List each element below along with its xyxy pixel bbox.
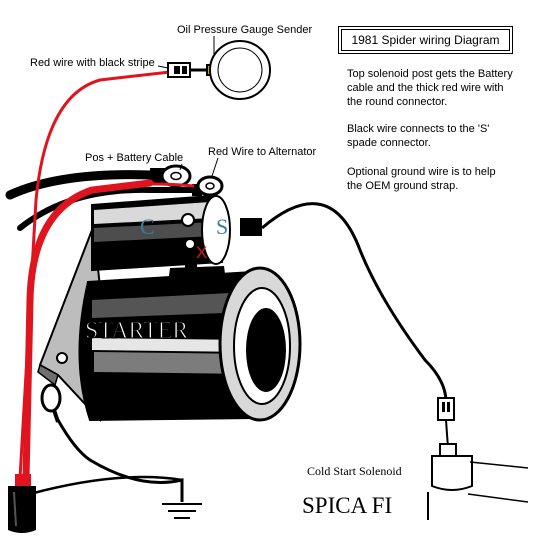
red-wire-alternator-label: Red Wire to Alternator	[208, 146, 317, 158]
s-spade-connector	[240, 218, 262, 236]
red-black-wire-label: Red wire with black stripe	[30, 57, 155, 69]
ground-black-wire	[56, 419, 184, 502]
black-battery-cable	[5, 170, 165, 200]
diagram-title: 1981 Spider wiring Diagram	[338, 26, 513, 54]
red-black-stripe-wire	[18, 70, 172, 480]
solenoid-top-post	[181, 213, 195, 227]
note-solenoid-post: Top solenoid post gets the Battery cable…	[347, 68, 513, 108]
ground-ring-terminal	[40, 383, 62, 413]
terminal-x-mark: X	[196, 243, 207, 262]
battery-connector	[8, 474, 36, 533]
sender-body	[209, 40, 271, 100]
oil-pressure-sender	[167, 40, 271, 100]
oil-pressure-sender-label: Oil Pressure Gauge Sender	[177, 24, 312, 36]
red-wires	[18, 70, 195, 482]
starter-label: STARTER	[85, 318, 188, 344]
s-black-wire	[261, 202, 448, 401]
ground-wire	[29, 383, 202, 519]
note-ground-wire: Optional ground wire is to help the OEM …	[347, 166, 496, 192]
cold-start-solenoid	[427, 443, 529, 520]
pos-battery-cable-label: Pos + Battery Cable	[85, 152, 183, 164]
ground-symbol	[162, 503, 202, 519]
cold-start-body	[431, 455, 473, 491]
solenoid-lower-post	[184, 238, 196, 250]
cold-start-label: Cold Start Solenoid	[307, 464, 402, 478]
starter-motor	[37, 194, 302, 423]
cold-start-plug	[437, 397, 455, 421]
bracket-bolt	[56, 352, 68, 364]
battery-boot	[8, 486, 36, 533]
note-black-wire: Black wire connects to the 'S' spade con…	[347, 123, 490, 149]
terminal-c-label: C	[140, 214, 155, 239]
spica-fi-label: SPICA FI	[302, 493, 392, 518]
terminal-s-label: S	[216, 214, 228, 239]
solenoid-end-cap	[201, 195, 231, 265]
